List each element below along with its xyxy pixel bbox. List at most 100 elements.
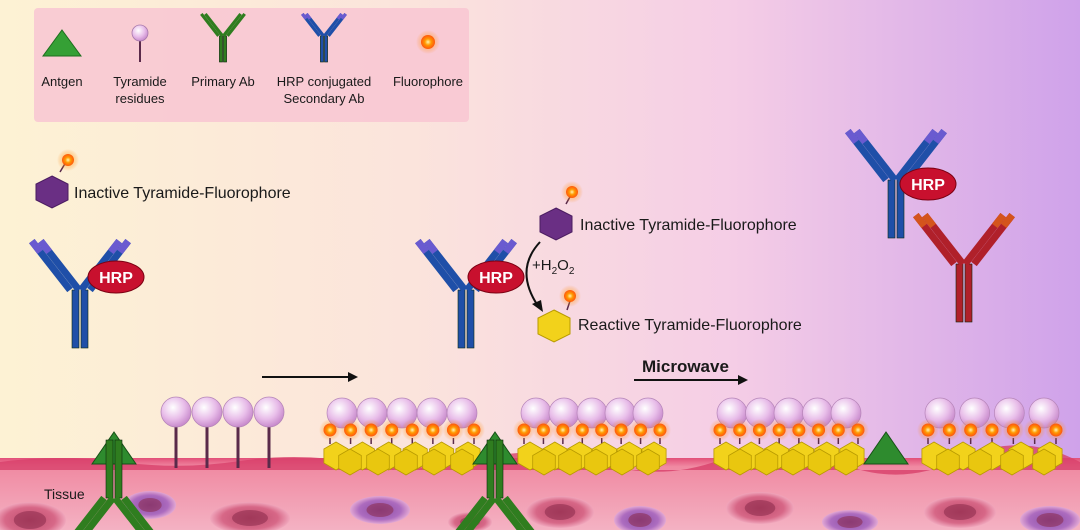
stage2-deposit-left-fluorophore [426,423,440,437]
stage2-deposit-right-fluorophore [517,423,531,437]
tissue-cell-nucleus-5 [544,504,576,520]
legend-tyramide-icon [131,24,149,42]
stage2-secondary-ab [415,238,517,349]
inactive-tyramide-left: Inactive Tyramide-Fluorophore [35,149,291,209]
legend-tyramide-label-2: residues [115,91,165,106]
stage3-deposit-left-hex-front [754,448,779,476]
stage3-deposit-right-fluorophore [942,423,956,437]
stage2-secondary-ab-arm-tip [415,238,429,255]
stage2-deposit-right-hex-front [636,448,660,476]
legend-antigen-icon [42,29,82,57]
stage3-deposit-right-hex-front [936,448,960,476]
stage2-secondary-ab-stem-l [457,289,466,349]
stage3-deposit-left-fluorophore [713,423,727,437]
legend-primary-ab-arm [222,12,242,37]
stage1-secondary-ab-arm-tip [38,238,52,255]
stage3-released-primary-ab-arm-tip [922,212,936,229]
stage3-released-primary-ab-arm-tip [992,212,1006,229]
legend-secondary-ab [301,12,347,63]
stage-2: HRP [319,238,671,530]
stage2-deposit-left [319,397,485,476]
stage2-deposit-left-hex-front [422,448,446,476]
legend-primary-ab-stem-l [219,35,223,63]
stage2-hrp-text: HRP [479,270,513,287]
stage2-deposit-left-hex-front [394,448,418,476]
tissue-cells [0,491,1080,530]
stage1-secondary-ab-arm-tip [117,238,131,255]
stage1-primary-ab-stem-l [105,439,114,499]
legend-primary-ab-arm [204,12,224,37]
stage3-deposit-right-fluorophore [1028,423,1042,437]
stage3-deposit-left-hex-front [781,448,805,476]
reaction-curved-arrow [525,241,541,307]
stage2-deposit-right-fluorophore [614,423,628,437]
reaction-annotation: Inactive Tyramide-Fluorophore +H2O2 Reac… [525,181,802,343]
stage1-secondary-ab-stem-l [71,289,80,349]
inactive-left-label: Inactive Tyramide-Fluorophore [74,185,291,202]
tissue-cell-nucleus-3 [366,503,394,517]
arrow-step-1 [262,372,358,382]
stage3-deposit-right-hex-front [1000,448,1024,476]
microwave-arrow-head [738,375,748,385]
tissue-cell-nucleus-0 [13,511,47,529]
arrow-microwave: Microwave [634,357,748,385]
arrow-1-head [348,372,358,382]
stage1-hrp-text: HRP [99,270,133,287]
stage2-deposit-left-fluorophore [323,423,337,437]
stage2-secondary-ab-arm-tip [494,238,508,255]
inactive-mid-fluorophore-icon [566,186,578,198]
stage2-deposit-right-fluorophore [634,423,648,437]
stage2-deposit-right-fluorophore [653,423,667,437]
stage1-tyramide-2-ball [222,396,254,428]
stage2-deposit-left-hex-front [338,448,362,476]
stage3-released-primary-ab [913,212,1015,323]
legend-primary-ab-label: Primary Ab [191,74,255,89]
stage1-tyramide-1-ball [191,396,223,428]
stage3-deposit-left-hex-front [807,448,832,476]
stage3-deposit-right-fluorophore [985,423,999,437]
tissue-cell-nucleus-10 [1036,513,1064,527]
legend-secondary-ab-label-1: HRP conjugated [277,74,371,89]
stage2-deposit-right-hex-front [584,448,608,476]
stage3-hrp-badge [899,167,957,201]
stage3-antigen [863,431,909,465]
stage2-primary-ab [455,439,535,530]
stage2-antigen [472,431,518,465]
stage2-deposit-right-hex-front [558,448,582,476]
reactive-label: Reactive Tyramide-Fluorophore [578,317,802,334]
stage3-deposit-right-fluorophore [921,423,935,437]
stage1-hrp-badge [87,260,145,294]
stage2-deposit-left-hex-front [450,448,474,476]
legend-fluorophore-icon [421,35,435,49]
tissue-label: Tissue [44,486,85,502]
stage3-deposit-left-hex-front [728,448,752,476]
stage1-antigen [91,431,137,465]
stage3-hrp-text: HRP [911,177,945,194]
stage-3: HRP [709,128,1067,476]
stage2-primary-ab-arm [502,495,535,530]
legend-secondary-ab-icon [301,12,347,63]
inactive-mid-hexagon-icon [539,207,573,241]
stage3-released-secondary-ab-stem-l [887,179,896,239]
stage-1: HRP [29,238,285,530]
stage2-secondary-ab-arm-tip [503,238,517,255]
legend-primary-ab-arm [200,12,220,37]
stage2-deposit-right-fluorophore [536,423,550,437]
stage2-secondary-ab-arm-tip [424,238,438,255]
tissue-cell-nucleus-8 [837,516,863,528]
stage1-primary-ab [74,439,154,530]
stage2-deposit-right-hex-front [610,448,634,476]
stage1-secondary-ab [29,238,131,349]
reactive-fluorophore-icon [564,290,576,302]
legend-tyramide-label-1: Tyramide [113,74,166,89]
legend-primary-ab-arm [226,12,246,37]
stage2-deposit-left-fluorophore [364,423,378,437]
legend-box [34,8,469,122]
stage1-secondary-ab-arm-tip [108,238,122,255]
h2o2-label: +H2O2 [532,257,575,277]
stage3-deposit-left-fluorophore [752,423,766,437]
stage3-released-secondary-ab [845,128,947,239]
stage2-deposit-left-fluorophore [446,423,460,437]
tissue-cell-nucleus-2 [232,510,268,526]
legend-secondary-ab-arm-tip [301,12,308,20]
